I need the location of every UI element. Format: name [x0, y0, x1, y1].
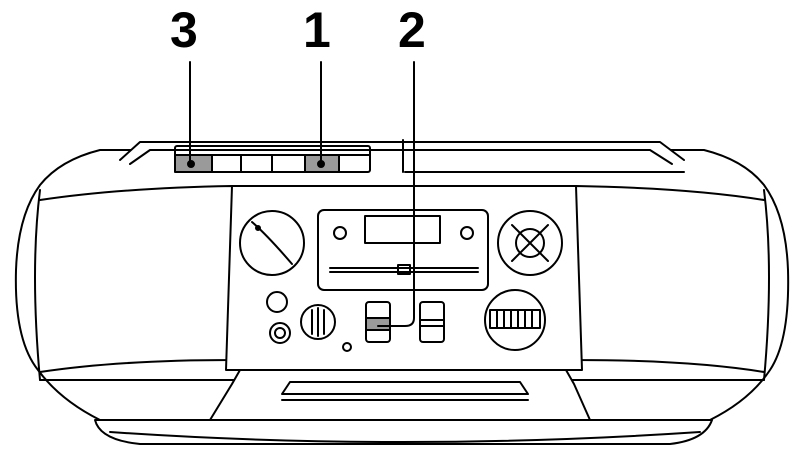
callout-number-1: 1 — [303, 2, 331, 58]
mic-jack — [269, 322, 291, 344]
ribbed-dial-grip — [489, 309, 541, 329]
ribbed-dial — [484, 289, 546, 351]
control-panel — [225, 185, 583, 371]
tuning-knob-center — [515, 228, 545, 258]
leader-line-2 — [377, 61, 415, 327]
display-indicator-right — [460, 226, 474, 240]
volume-knob — [239, 210, 305, 276]
volume-knob-dot — [255, 225, 261, 231]
display-window — [364, 215, 441, 244]
display-frame — [317, 209, 489, 291]
tuning-knob-ring — [497, 210, 563, 276]
band-switch — [419, 301, 445, 343]
small-knob-grip — [311, 307, 325, 337]
headphone-jack — [266, 291, 288, 313]
volume-knob-grip — [251, 221, 293, 265]
small-knob — [300, 304, 336, 340]
top-lid-inner — [129, 149, 673, 165]
mic-jack-inner — [274, 327, 286, 339]
left-speaker-edge — [34, 189, 41, 381]
callout-number-3: 3 — [170, 2, 198, 58]
tuning-knob-cross — [511, 224, 549, 262]
base-plinth — [94, 419, 713, 445]
tuning-pointer — [397, 264, 411, 275]
function-switch-knob — [365, 317, 391, 331]
cassette-door-slot — [281, 381, 529, 395]
callout-number-2: 2 — [398, 2, 426, 58]
base-shadow-line — [109, 431, 701, 443]
display-indicator-left — [333, 226, 347, 240]
power-led — [342, 342, 352, 352]
right-speaker-edge — [763, 189, 770, 381]
